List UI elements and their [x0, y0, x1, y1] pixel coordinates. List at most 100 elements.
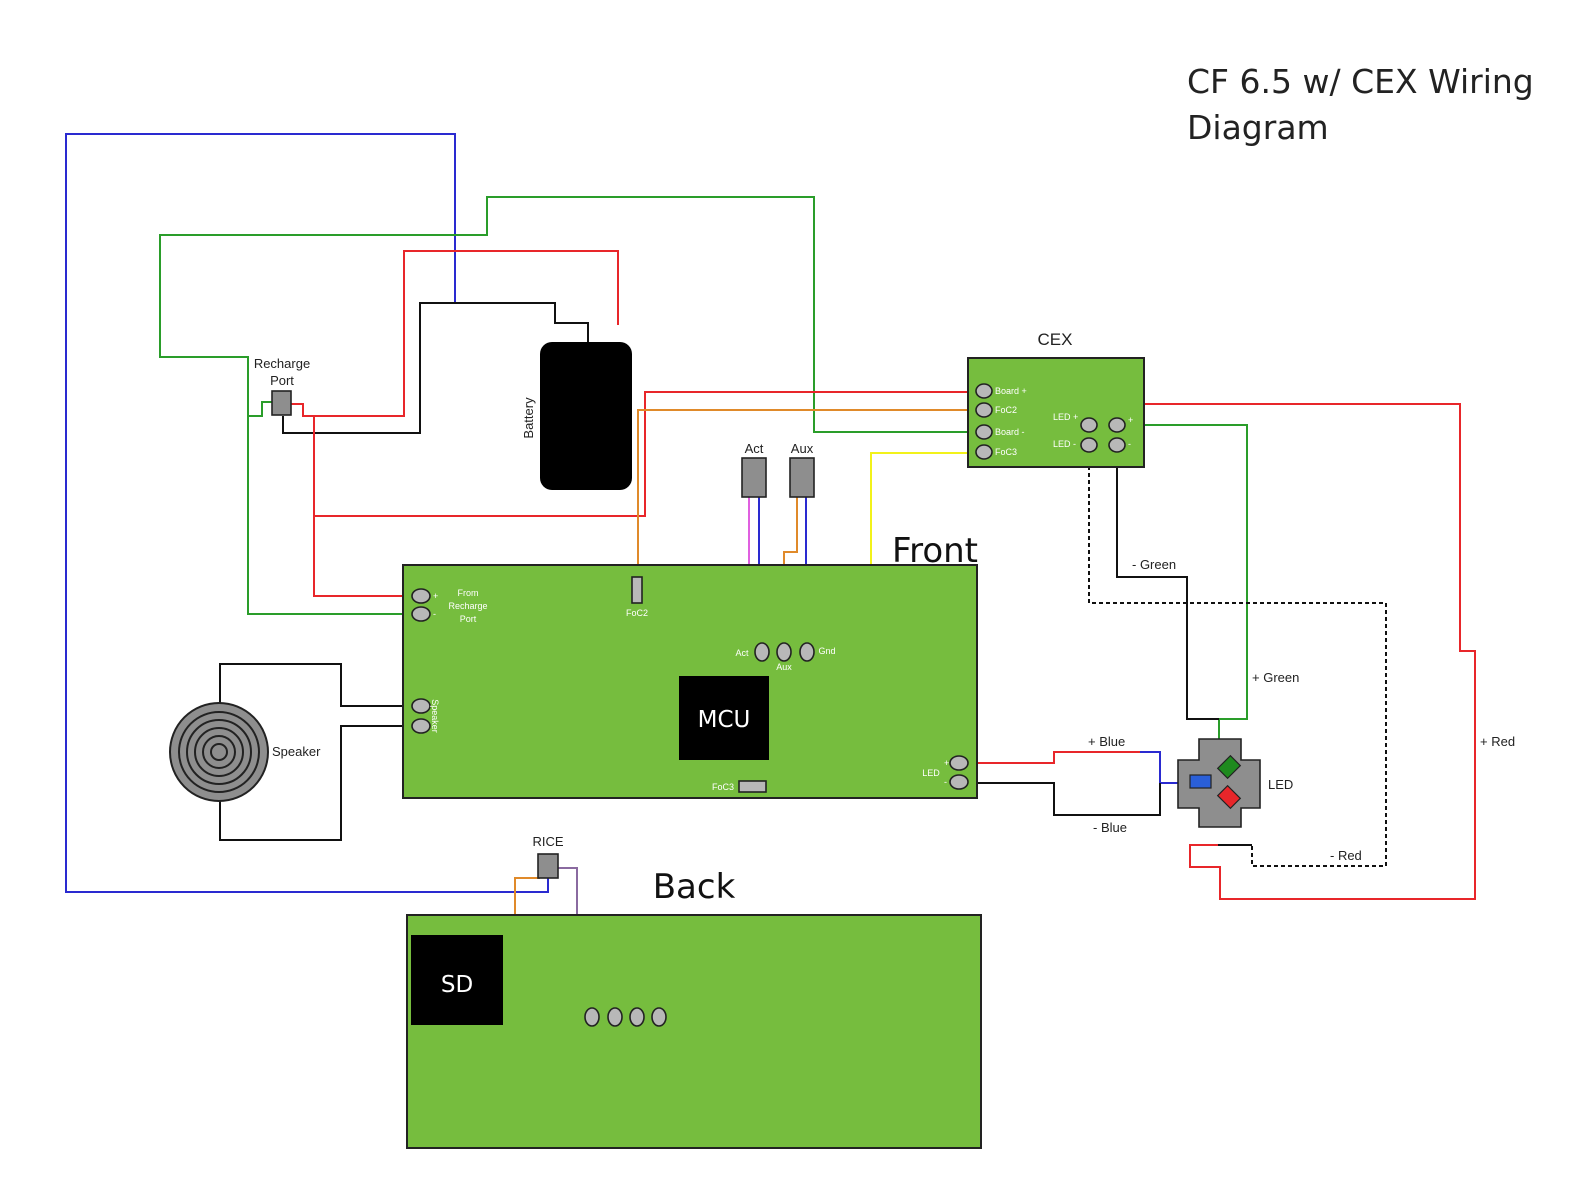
- sd-label: SD: [441, 972, 473, 998]
- led-module: LED: [1177, 738, 1293, 828]
- speaker: Speaker: [169, 702, 321, 802]
- wire-red-cex-board-plus: [314, 391, 978, 517]
- front-gnd-label: Gnd: [818, 646, 835, 656]
- speaker-ring-1: [169, 702, 269, 802]
- front-speaker-pad-1: [411, 698, 431, 714]
- wire-red-front-led-plus: [968, 751, 1140, 764]
- wire-blue-led-plus: [1140, 751, 1188, 784]
- speaker-ring-3: [186, 719, 252, 785]
- front-recharge-minus-label: -: [433, 609, 436, 619]
- act-switch: [741, 457, 767, 498]
- front-foc3-connector: [738, 780, 767, 793]
- speaker-ring-5: [202, 735, 236, 769]
- front-recharge-minus-pad: [411, 606, 431, 622]
- speaker-ring-6: [210, 743, 228, 761]
- cex-led-plus-label: LED +: [1053, 412, 1078, 422]
- cex-pin-led-minus: [1080, 437, 1098, 453]
- wire-dashed-minus-red: [1088, 445, 1387, 867]
- wire-green-recharge-front: [247, 416, 412, 615]
- front-speaker-label: Speaker: [430, 699, 440, 733]
- cex-pin-label-board-minus: Board -: [995, 427, 1025, 437]
- wire-label-minus-blue: - Blue: [1093, 820, 1127, 835]
- front-recharge-plus-pad: [411, 588, 431, 604]
- wire-black-battery: [282, 302, 589, 434]
- wire-labels: - Green + Green + Blue - Blue + Red - Re…: [1088, 557, 1515, 863]
- led-red-die: [1216, 784, 1242, 810]
- cex-pin-foc3: [975, 444, 993, 460]
- wire-label-plus-green: + Green: [1252, 670, 1299, 685]
- speaker-ring-2: [178, 711, 260, 793]
- aux-switch-label: Aux: [791, 441, 814, 456]
- front-board: Front + - From Recharge Port FoC2 Act Au…: [402, 531, 978, 799]
- cex-pin-label-board-plus: Board +: [995, 386, 1027, 396]
- recharge-port-body: [271, 390, 292, 416]
- back-board: Back SD: [406, 867, 982, 1149]
- front-led-plus-pad: [949, 755, 969, 771]
- wire-black-speaker-1: [219, 663, 412, 710]
- battery-body: [540, 342, 632, 490]
- front-foc2-label: FoC2: [626, 608, 648, 618]
- wire-label-plus-red: + Red: [1480, 734, 1515, 749]
- front-aux-label: Aux: [776, 662, 792, 672]
- front-recharge-plus-label: +: [433, 591, 438, 601]
- front-recharge-label-2: Recharge: [448, 601, 487, 611]
- led-body: [1177, 738, 1261, 828]
- diagram-title-line1: CF 6.5 w/ CEX Wiring: [1187, 62, 1534, 101]
- front-act-label: Act: [735, 648, 749, 658]
- led-green-die: [1216, 754, 1242, 780]
- battery: Battery: [521, 342, 632, 490]
- front-foc3-label: FoC3: [712, 782, 734, 792]
- front-led-plus-label: +: [944, 758, 949, 768]
- cex-plus-label: +: [1128, 415, 1133, 425]
- back-board-title: Back: [653, 867, 736, 907]
- speaker-ring-4: [194, 727, 244, 777]
- back-pad-2: [607, 1007, 623, 1027]
- cex-pin-board-plus: [975, 383, 993, 399]
- wire-black-front-led-minus: [968, 782, 1161, 816]
- cex-pin-minus: [1108, 437, 1126, 453]
- act-switch-label: Act: [745, 441, 764, 456]
- front-aux-pad: [776, 642, 792, 662]
- wire-orange-foc2: [637, 409, 978, 578]
- back-pad-4: [651, 1007, 667, 1027]
- back-pad-1: [584, 1007, 600, 1027]
- front-speaker-pad-2: [411, 718, 431, 734]
- mcu-chip: [679, 676, 769, 760]
- back-pad-3: [629, 1007, 645, 1027]
- front-led-label: LED: [922, 768, 940, 778]
- led-blue-die: [1189, 774, 1212, 789]
- rice-label: RICE: [532, 834, 563, 849]
- cex-minus-label: -: [1128, 439, 1131, 449]
- diagram-title-line2: Diagram: [1187, 108, 1329, 147]
- wire-label-minus-red: - Red: [1330, 848, 1362, 863]
- battery-label: Battery: [521, 397, 536, 439]
- speaker-label: Speaker: [272, 744, 321, 759]
- front-led-minus-label: -: [944, 777, 947, 787]
- sd-card-slot: [411, 935, 503, 1025]
- front-gnd-pad: [799, 642, 815, 662]
- recharge-port-label-2: Port: [270, 373, 294, 388]
- cex-module: CEX Board + FoC2 Board - FoC3 LED + LED …: [967, 330, 1145, 468]
- recharge-port-label-1: Recharge: [254, 356, 310, 371]
- recharge-port: Recharge Port: [254, 356, 310, 416]
- wire-red-front-plus: [313, 416, 412, 597]
- cex-pin-label-foc3: FoC3: [995, 447, 1017, 457]
- cex-title: CEX: [1038, 330, 1073, 349]
- wire-label-plus-blue: + Blue: [1088, 734, 1125, 749]
- led-label: LED: [1268, 777, 1293, 792]
- cex-pin-board-minus: [975, 424, 993, 440]
- rice-port: RICE: [532, 834, 564, 879]
- front-led-minus-pad: [949, 774, 969, 790]
- cex-pin-foc2: [975, 402, 993, 418]
- cex-pin-led-plus: [1080, 417, 1098, 433]
- cex-pin-plus: [1108, 417, 1126, 433]
- wire-black-minus-green: [1116, 445, 1219, 720]
- cex-pin-label-foc2: FoC2: [995, 405, 1017, 415]
- front-act-pad: [754, 642, 770, 662]
- rice-body: [537, 853, 559, 879]
- front-recharge-label-3: Port: [460, 614, 477, 624]
- wire-label-minus-green: - Green: [1132, 557, 1176, 572]
- wire-red-battery: [291, 250, 619, 417]
- front-recharge-label-1: From: [458, 588, 479, 598]
